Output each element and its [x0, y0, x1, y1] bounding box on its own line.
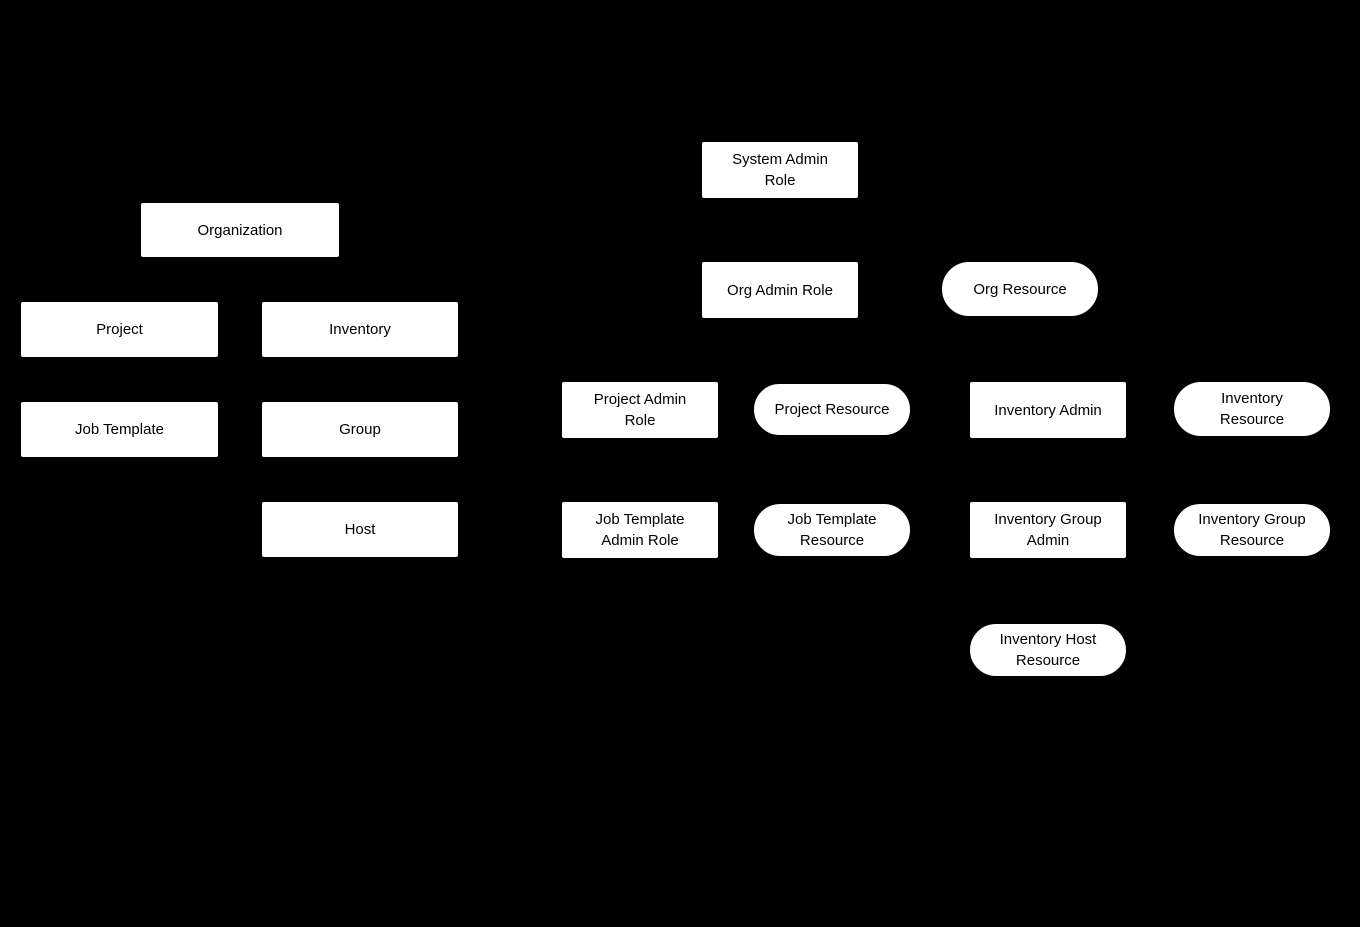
node-org-admin-role: Org Admin Role: [701, 261, 859, 319]
node-org-resource-label: Org Resource: [973, 280, 1067, 298]
node-inventory-resource-label: Inventory Resource: [1219, 390, 1285, 428]
node-inventory-admin-label: Inventory Admin: [994, 401, 1102, 419]
node-inventory-resource: Inventory Resource: [1173, 381, 1331, 437]
node-group-label: Group: [339, 421, 381, 438]
node-inventory-host-resource: Inventory Host Resource: [969, 623, 1127, 677]
node-organization: Organization: [140, 202, 340, 258]
node-system-admin-role-label: System Admin Role: [732, 151, 828, 189]
node-inventory-group-admin: Inventory Group Admin: [969, 501, 1127, 559]
node-host: Host: [261, 501, 459, 558]
node-inventory-admin: Inventory Admin: [969, 381, 1127, 439]
node-inventory-group-resource: Inventory Group Resource: [1173, 503, 1331, 557]
node-inventory-group-resource-label: Inventory Group Resource: [1198, 511, 1306, 549]
node-system-admin-role: System Admin Role: [701, 141, 859, 199]
node-project-label: Project: [96, 321, 143, 338]
node-inventory-host-resource-label: Inventory Host Resource: [999, 631, 1097, 669]
node-job-template-label: Job Template: [75, 421, 164, 438]
node-inventory: Inventory: [261, 301, 459, 358]
node-host-label: Host: [344, 521, 376, 538]
node-job-template-admin-role-label: Job Template Admin Role: [595, 511, 685, 549]
node-org-resource: Org Resource: [941, 261, 1099, 317]
node-job-template-resource: Job Template Resource: [753, 503, 911, 557]
node-job-template-resource-label: Job Template Resource: [787, 511, 877, 549]
node-project-admin-role: Project Admin Role: [561, 381, 719, 439]
node-inventory-group-admin-label: Inventory Group Admin: [994, 511, 1102, 549]
node-project-resource-label: Project Resource: [774, 401, 890, 418]
node-organization-label: Organization: [197, 221, 283, 239]
node-project-resource: Project Resource: [753, 383, 911, 436]
node-project-admin-role-label: Project Admin Role: [593, 391, 687, 429]
node-project: Project: [20, 301, 219, 358]
node-job-template: Job Template: [20, 401, 219, 458]
node-group: Group: [261, 401, 459, 458]
node-job-template-admin-role: Job Template Admin Role: [561, 501, 719, 559]
node-inventory-label: Inventory: [329, 321, 391, 338]
node-org-admin-role-label: Org Admin Role: [727, 281, 833, 299]
